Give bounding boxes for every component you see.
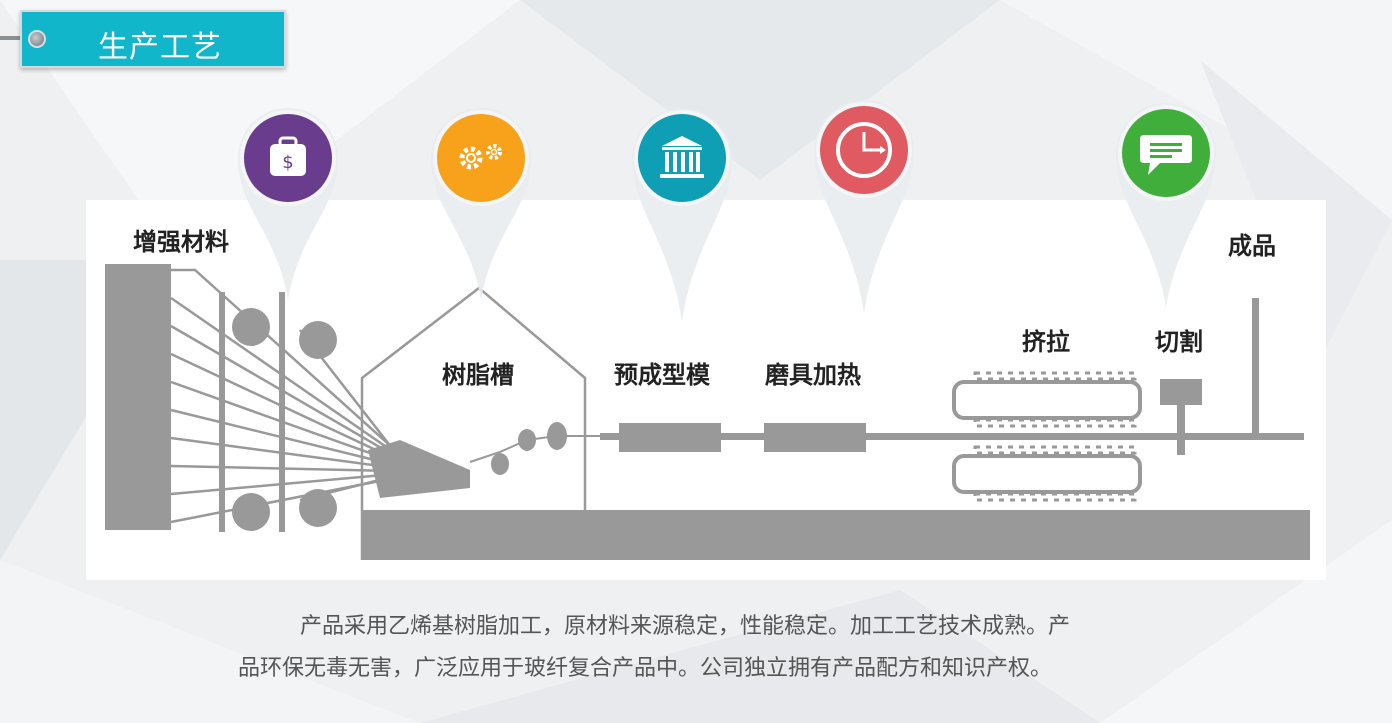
- pin-clock: [814, 99, 914, 315]
- puller-upper: [952, 371, 1142, 428]
- creel-block: [105, 264, 171, 530]
- pin-gears: [431, 107, 531, 301]
- guide-bar-right: [279, 292, 285, 532]
- guide-roller: [232, 308, 270, 346]
- base-platform: [362, 510, 1310, 560]
- title-pin-line: [0, 36, 34, 40]
- main-line: [600, 433, 1304, 440]
- label-reinforcement: 增强材料: [133, 228, 229, 256]
- label-resin-tank: 树脂槽: [442, 361, 514, 389]
- page-title: 生产工艺: [98, 30, 222, 65]
- svg-text:$: $: [282, 152, 293, 173]
- pin-bank: [632, 107, 732, 323]
- guide-roller: [299, 321, 337, 359]
- label-pulling: 挤拉: [1022, 328, 1070, 356]
- resin-bath: [368, 440, 470, 498]
- gears-icon: [459, 144, 502, 170]
- pin-money: $: [238, 107, 338, 301]
- guide-bar-left: [219, 292, 225, 532]
- clock-icon: [836, 122, 892, 178]
- resin-fiber: [469, 435, 620, 463]
- label-product: 成品: [1228, 232, 1276, 260]
- cutter-arm: [1177, 405, 1185, 455]
- puller-lower: [952, 445, 1142, 502]
- label-die-heating: 磨具加热: [765, 361, 861, 389]
- description-line-2: 品环保无毒无害，广泛应用于玻纤复合产品中。公司独立拥有产品配方和知识产权。: [238, 656, 1053, 681]
- chat-icon: [1140, 135, 1192, 175]
- heating-die: [764, 423, 866, 452]
- product-post: [1252, 298, 1259, 440]
- resin-roller: [491, 453, 509, 475]
- cutter-head: [1160, 379, 1202, 405]
- bank-icon: [660, 136, 704, 178]
- fiber-lines: [170, 268, 396, 524]
- title-pin-dot: [28, 30, 46, 48]
- pin-chat: [1116, 102, 1216, 308]
- title-bar: 生产工艺: [20, 10, 286, 68]
- money-bag-icon: $: [270, 136, 306, 176]
- description: 产品采用乙烯基树脂加工，原材料来源稳定，性能稳定。加工工艺技术成熟。产 品环保无…: [238, 606, 1158, 690]
- description-line-1: 产品采用乙烯基树脂加工，原材料来源稳定，性能稳定。加工工艺技术成熟。产: [300, 614, 1071, 639]
- preform-die: [619, 423, 721, 452]
- label-cutting: 切割: [1155, 328, 1203, 356]
- guide-roller: [232, 493, 270, 531]
- label-preform-die: 预成型模: [614, 361, 710, 389]
